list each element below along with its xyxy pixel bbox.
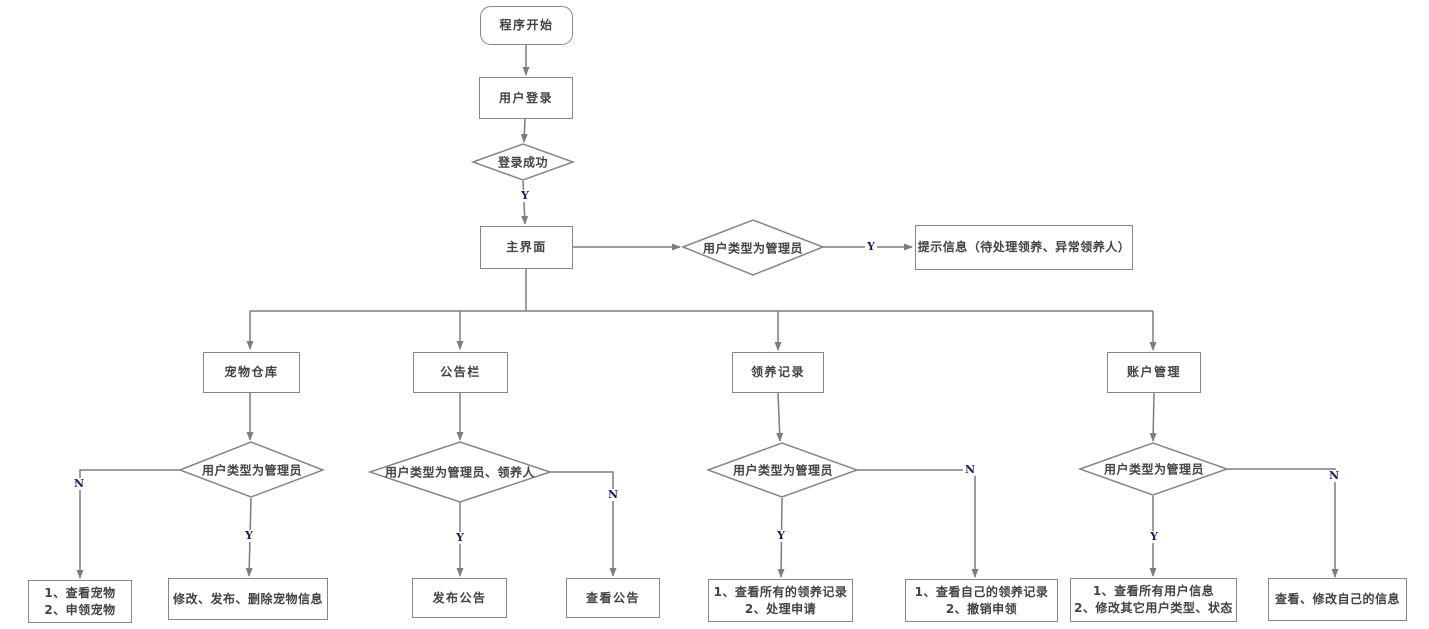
edge-label-no-account-check: N xyxy=(1326,469,1342,482)
edge-account-check xyxy=(1149,392,1157,442)
admin-check-label: 用户类型为管理员 xyxy=(702,241,804,256)
admin-check-decision xyxy=(680,219,826,276)
account-mgmt-decision xyxy=(1077,442,1230,496)
account-user-actions-node: 查看、修改自己的信息 xyxy=(1268,578,1407,621)
notice-check-label: 用户类型为管理员、领养人 xyxy=(384,465,536,480)
edge-label-yes-account-check: Y xyxy=(1148,530,1160,543)
leaf-line: 1、查看所有的领养记录 xyxy=(713,584,848,599)
edge-check-mainui xyxy=(521,180,529,225)
pet-warehouse-decision xyxy=(177,441,326,498)
edge-accountcheck-no xyxy=(1227,468,1339,578)
adoption-user-actions-node: 1、查看自己的领养记录 2、撤销申领 xyxy=(905,579,1058,622)
edge-label-no-pet-check: N xyxy=(71,477,87,490)
edge-label-no-notice-check: N xyxy=(605,488,621,501)
pet-admin-actions-node: 修改、发布、删除宠物信息 xyxy=(168,578,328,620)
leaf-line: 2、修改其它用户类型、状态 xyxy=(1074,601,1233,615)
notice-board-node: 公告栏 xyxy=(413,352,508,393)
edge-label-yes-login-check: Y xyxy=(519,189,531,202)
pet-check-label: 用户类型为管理员 xyxy=(201,463,303,478)
pet-warehouse-node: 宠物仓库 xyxy=(203,352,300,393)
login-success-label: 登录成功 xyxy=(497,155,549,170)
leaf-line: 2、申领宠物 xyxy=(44,602,116,617)
main-ui-node: 主界面 xyxy=(480,226,573,269)
account-check-label: 用户类型为管理员 xyxy=(1103,462,1205,477)
login-node: 用户登录 xyxy=(479,77,573,119)
account-admin-actions-node: 1、查看所有用户信息 2、修改其它用户类型、状态 xyxy=(1070,578,1237,622)
edge-login-check xyxy=(520,118,528,143)
pet-user-actions-node: 1、查看宠物 2、申领宠物 xyxy=(28,580,132,623)
leaf-line: 1、查看自己的领养记录 xyxy=(914,584,1049,599)
account-mgmt-node: 账户管理 xyxy=(1107,352,1201,393)
start-node: 程序开始 xyxy=(480,6,573,45)
view-notice-node: 查看公告 xyxy=(566,578,660,618)
edge-label-yes-adoption-check: Y xyxy=(775,529,787,542)
notice-board-decision xyxy=(367,441,553,503)
admin-info-node: 提示信息（待处理领养、异常领养人） xyxy=(915,225,1133,270)
adoption-check-label: 用户类型为管理员 xyxy=(732,463,834,478)
adoption-admin-actions-node: 1、查看所有的领养记录 2、处理申请 xyxy=(708,579,853,622)
publish-notice-node: 发布公告 xyxy=(412,578,507,618)
leaf-line: 2、处理申请 xyxy=(744,601,817,616)
login-success-decision xyxy=(470,143,576,181)
leaf-line: 2、撤销申领 xyxy=(945,601,1018,616)
edge-label-no-adoption-check: N xyxy=(962,463,978,476)
adoption-records-decision xyxy=(705,442,860,498)
edge-label-yes-pet-check: Y xyxy=(243,529,255,542)
edge-adoption-check xyxy=(776,392,784,442)
edge-petcheck-no xyxy=(76,469,180,579)
edge-adoptioncheck-no xyxy=(857,469,979,578)
adoption-records-node: 领养记录 xyxy=(732,352,824,393)
edge-label-yes-admin-check: Y xyxy=(865,240,877,253)
leaf-line: 1、查看所有用户信息 xyxy=(1092,584,1215,598)
leaf-line: 1、查看宠物 xyxy=(44,585,116,600)
edge-label-yes-notice-check: Y xyxy=(454,531,466,544)
edge-noticecheck-no xyxy=(550,471,617,577)
